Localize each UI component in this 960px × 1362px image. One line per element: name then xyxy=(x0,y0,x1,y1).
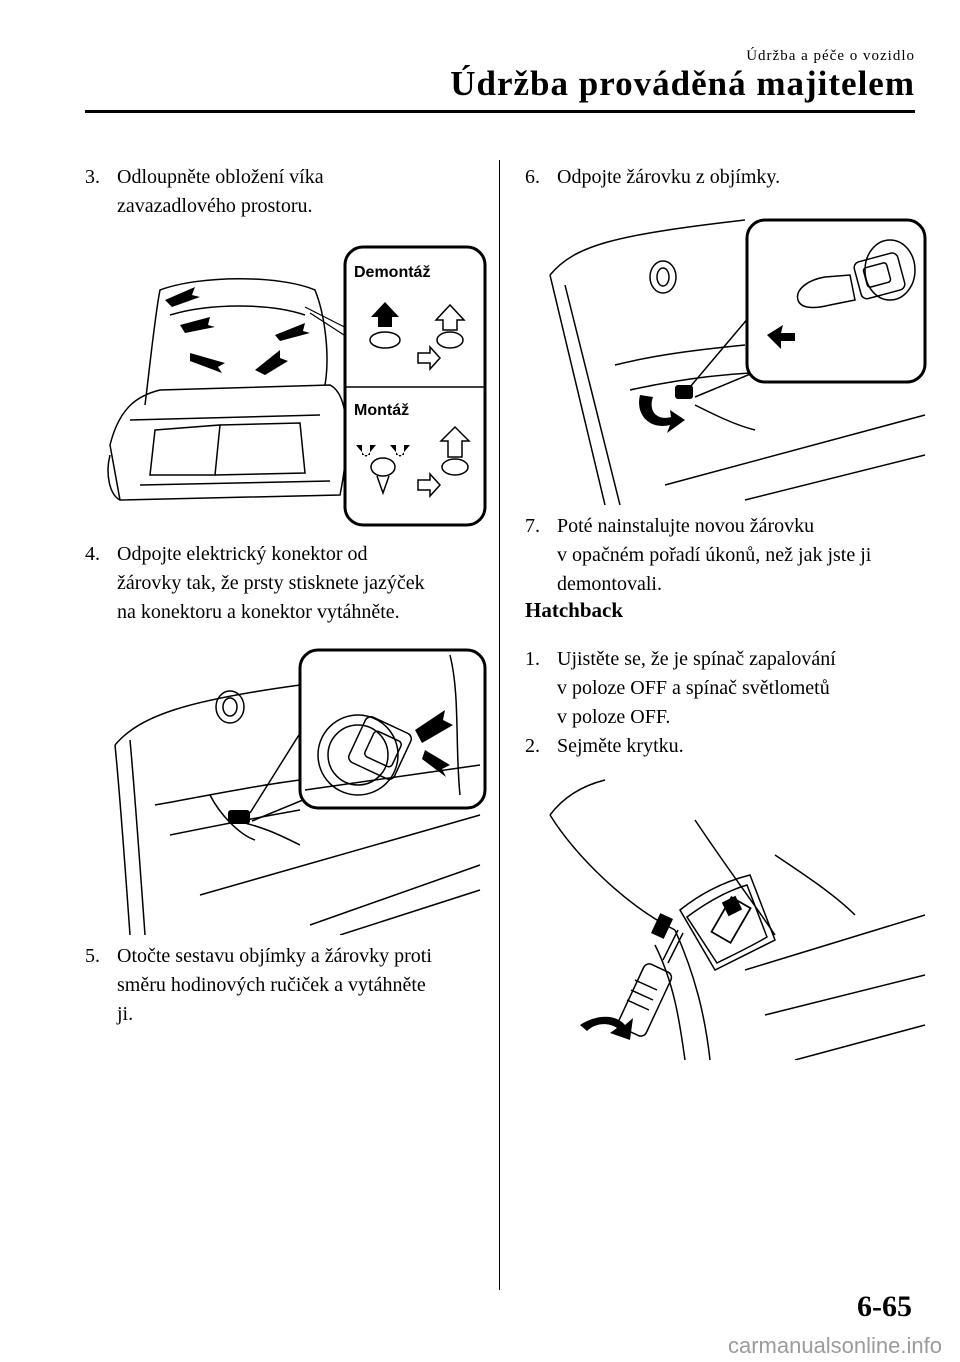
page-number: 6-65 xyxy=(857,1290,912,1323)
step-text-line: Odpojte elektrický konektor od xyxy=(117,543,368,565)
figure-trunk-trim: Demontáž Montáž xyxy=(100,245,490,530)
running-header-subtitle: Údržba a péče o vozidlo xyxy=(746,48,915,64)
trunk-trim-illustration: Demontáž Montáž xyxy=(107,245,487,527)
step-7: 7. Poté nainstalujte novou žárovku v opa… xyxy=(525,512,925,599)
step-number: 7. xyxy=(525,515,540,537)
figure-remove-cover xyxy=(545,775,930,1061)
step-number: 2. xyxy=(525,735,540,757)
connector-illustration xyxy=(114,648,487,936)
step-text-line: ji. xyxy=(117,1003,134,1025)
step-text-line: Sejměte krytku. xyxy=(557,735,684,757)
section-title-hatchback: Hatchback xyxy=(525,598,624,622)
step-text-line: Otočte sestavu objímky a žárovky proti xyxy=(117,945,432,967)
remove-cover-illustration xyxy=(549,779,926,1061)
figure-bulb-socket xyxy=(545,215,930,506)
step-text-line: Odpojte žárovku z objímky. xyxy=(557,166,781,188)
step-number: 1. xyxy=(525,648,540,670)
column-divider xyxy=(499,160,500,1290)
watermark-text: carmanualsonline.info xyxy=(727,1333,942,1358)
step-text-line: Poté nainstalujte novou žárovku xyxy=(557,515,815,537)
step-3: 3. Odloupněte obložení víka zavazadlovéh… xyxy=(85,163,485,221)
step-text-line: Odloupněte obložení víka xyxy=(117,166,324,188)
header-rule xyxy=(85,110,915,113)
step-number: 6. xyxy=(525,166,540,188)
step-number: 3. xyxy=(85,166,100,188)
step-text-line: směru hodinových ručiček a vytáhněte xyxy=(117,974,426,996)
step-text-line: v poloze OFF. xyxy=(557,706,671,728)
step-text-line: demontovali. xyxy=(557,573,662,595)
step-text-line: zavazadlového prostoru. xyxy=(117,195,313,217)
step-text-line: na konektoru a konektor vytáhněte. xyxy=(117,601,400,623)
step-4: 4. Odpojte elektrický konektor od žárovk… xyxy=(85,540,485,627)
bulb-socket-illustration xyxy=(549,218,927,506)
label-install: Montáž xyxy=(354,402,409,419)
step-5: 5. Otočte sestavu objímky a žárovky prot… xyxy=(85,942,485,1029)
step-number: 5. xyxy=(85,945,100,967)
step-1: 1. Ujistěte se, že je spínač zapalování … xyxy=(525,645,925,732)
step-2: 2. Sejměte krytku. xyxy=(525,732,925,761)
step-text-line: žárovky tak, že prsty stisknete jazýček xyxy=(117,572,425,594)
figure-connector xyxy=(110,645,490,936)
step-text-line: v opačném pořadí úkonů, než jak jste ji xyxy=(557,544,872,566)
step-text-line: Ujistěte se, že je spínač zapalování xyxy=(557,648,836,670)
label-remove: Demontáž xyxy=(354,264,430,281)
step-6: 6. Odpojte žárovku z objímky. xyxy=(525,163,925,192)
running-header-title: Údržba prováděná majitelem xyxy=(450,64,915,103)
step-text-line: v poloze OFF a spínač světlometů xyxy=(557,677,830,699)
step-number: 4. xyxy=(85,543,100,565)
